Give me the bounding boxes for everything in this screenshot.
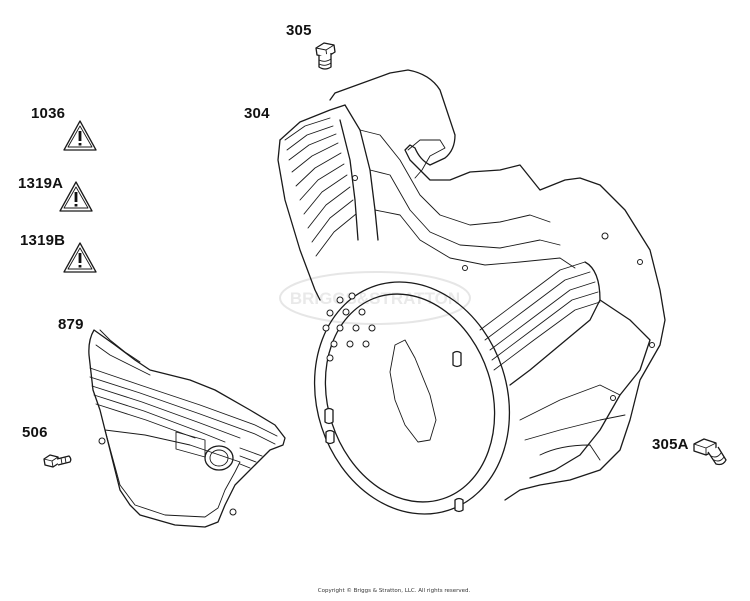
label-1319A: 1319A <box>18 175 64 192</box>
screw-506[interactable] <box>43 454 72 468</box>
bolt-305A[interactable] <box>693 438 727 466</box>
cover-879[interactable] <box>88 329 286 528</box>
warning-decal-1036[interactable] <box>63 120 97 151</box>
label-879: 879 <box>58 316 84 333</box>
label-1319B: 1319B <box>20 232 66 249</box>
label-305A: 305A <box>652 436 689 453</box>
bolt-305[interactable] <box>315 42 336 70</box>
label-305: 305 <box>286 22 312 39</box>
copyright-notice: Copyright © Briggs & Stratton, LLC. All … <box>317 588 471 594</box>
label-506: 506 <box>22 424 48 441</box>
label-1036: 1036 <box>31 105 66 122</box>
warning-decal-1319A[interactable] <box>59 181 93 212</box>
warning-decal-1319B[interactable] <box>63 242 97 273</box>
blower-housing-304[interactable] <box>277 69 666 540</box>
label-304: 304 <box>244 105 270 122</box>
